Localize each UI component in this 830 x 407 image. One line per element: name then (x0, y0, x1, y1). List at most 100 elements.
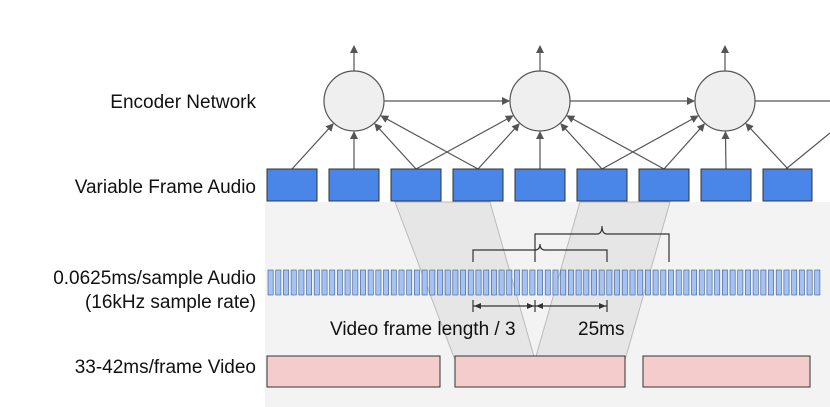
audio-sample (621, 269, 628, 296)
annotation-video-third: Video frame length / 3 (330, 319, 516, 340)
frame-to-node-arrow (560, 123, 603, 170)
audio-sample (729, 269, 736, 296)
audio-sample (637, 269, 644, 296)
label-variable-frame-audio: Variable Frame Audio (74, 177, 256, 198)
frame-to-node-arrow (380, 115, 479, 170)
audio-sample (367, 269, 374, 296)
audio-sample (321, 269, 328, 296)
audio-sample (498, 269, 505, 296)
audio-sample (629, 269, 636, 296)
audio-sample (652, 269, 659, 296)
audio-sample (383, 269, 389, 296)
audio-sample (514, 269, 520, 296)
audio-sample (783, 269, 790, 296)
audio-sample (313, 269, 320, 296)
audio-sample (521, 269, 528, 296)
audio-sample (375, 269, 382, 296)
audio-frame (762, 168, 813, 202)
audio-sample (275, 269, 282, 296)
audio-sample (598, 269, 605, 296)
label-video: 33-42ms/frame Video (74, 357, 256, 378)
label-encoder-network: Encoder Network (110, 92, 256, 113)
audio-sample (475, 269, 482, 296)
audio-sample (467, 269, 474, 296)
audio-sample (290, 269, 297, 296)
audio-sample (390, 269, 397, 296)
audio-sample (552, 269, 559, 296)
bracket-group (472, 225, 670, 312)
audio-sample (614, 269, 620, 296)
video-row (266, 355, 811, 388)
frame-to-node-arrow (721, 130, 730, 170)
audio-sample (567, 269, 574, 296)
audio-sample (329, 269, 336, 296)
audio-frame (452, 168, 504, 202)
audio-sample (814, 269, 821, 296)
audio-sample (706, 269, 713, 296)
encoder-node (323, 70, 385, 132)
arrow-head (536, 303, 543, 309)
arrow-head (474, 303, 481, 309)
edge-group (291, 115, 830, 170)
audio-sample (406, 269, 413, 296)
video-frame (454, 355, 626, 388)
audio-frame (266, 168, 318, 202)
audio-sample (806, 269, 813, 296)
audio-sample (683, 269, 690, 296)
audio-sample (675, 269, 682, 296)
audio-sample (298, 269, 305, 296)
frame-to-node-arrow (291, 123, 334, 170)
arrow-head (527, 303, 534, 309)
sample-audio-strip (267, 269, 821, 296)
audio-frame (576, 168, 628, 202)
frame-to-node-arrow (601, 115, 699, 170)
audio-sample (644, 269, 651, 296)
measure-arrows (474, 303, 606, 309)
frame-to-node-arrow (415, 115, 514, 170)
audio-sample (352, 269, 359, 296)
audio-sample (791, 269, 798, 296)
label-sample-audio: 0.0625ms/sample Audio (53, 268, 256, 289)
audio-sample (344, 269, 351, 296)
audio-sample (506, 269, 513, 296)
audio-sample (775, 269, 782, 296)
audio-sample (660, 269, 667, 296)
variable-frame-audio-row (266, 168, 813, 202)
arrow-head (599, 303, 606, 309)
audio-frame (514, 168, 566, 202)
frame-to-node-arrow (566, 115, 665, 170)
bracket-frame-1 (472, 243, 608, 262)
audio-sample (583, 269, 590, 296)
audio-sample (483, 269, 490, 296)
node-output-arrows (350, 45, 830, 105)
frame-to-node-arrow (477, 123, 520, 170)
audio-sample (429, 269, 436, 296)
audio-sample (768, 269, 774, 296)
audio-sample (760, 269, 767, 296)
audio-sample (591, 269, 597, 296)
audio-sample (444, 269, 451, 296)
audio-sample (421, 269, 428, 296)
audio-sample (575, 269, 582, 296)
audio-sample (360, 269, 366, 296)
audio-sample (544, 269, 551, 296)
frame-to-node-arrow (663, 123, 705, 170)
audio-sample (668, 269, 674, 296)
encoder-node (509, 70, 571, 132)
label-sample-rate: (16kHz sample rate) (84, 292, 256, 313)
audio-sample (283, 269, 289, 296)
audio-sample (752, 269, 759, 296)
audio-sample (798, 269, 805, 296)
audio-sample (267, 269, 274, 296)
audio-sample (714, 269, 721, 296)
audio-sample (698, 269, 705, 296)
frame-to-node-arrow (374, 123, 417, 170)
audio-sample (306, 269, 312, 296)
bracket-frame-2 (534, 225, 670, 262)
audio-sample (452, 269, 459, 296)
audio-sample (560, 269, 567, 296)
audio-frame (328, 168, 380, 202)
annotation-25ms: 25ms (578, 319, 625, 340)
frame-to-node-arrow (785, 132, 830, 170)
